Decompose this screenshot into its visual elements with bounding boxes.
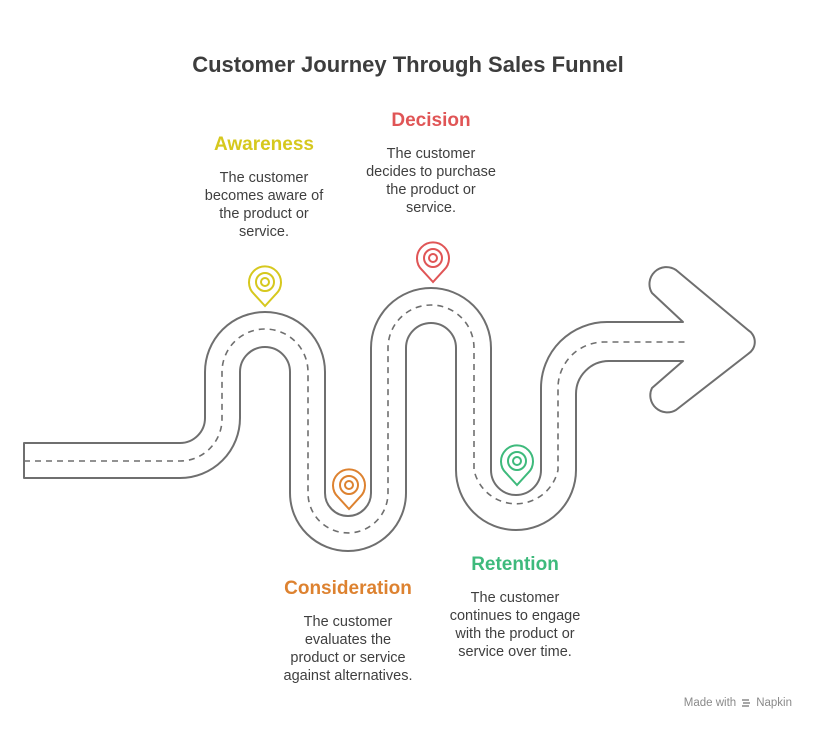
stage-desc-awareness: The customer becomes aware of the produc…	[164, 169, 364, 241]
stage-label-decision: Decision	[391, 110, 471, 131]
napkin-logo-icon	[742, 699, 751, 707]
desc-line: The customer	[303, 614, 393, 630]
location-pin-icon	[500, 444, 534, 487]
desc-line: The customer	[470, 590, 560, 606]
desc-line: continues to engage	[449, 608, 581, 624]
desc-line: service over time.	[458, 644, 572, 660]
desc-line: the product or	[219, 206, 309, 222]
location-pin-icon	[416, 241, 450, 284]
stage-label-retention: Retention	[471, 554, 559, 575]
stage-label-consideration: Consideration	[284, 578, 412, 599]
stage-desc-decision: The customer decides to purchase the pro…	[331, 145, 531, 217]
desc-line: product or service	[290, 650, 406, 666]
watermark-made-with: Made with	[683, 697, 737, 709]
road-center-dashes	[24, 304, 685, 534]
location-pin-icon	[332, 468, 366, 511]
road-outer-edge	[23, 266, 756, 552]
location-pin-icon	[248, 265, 282, 308]
desc-line: becomes aware of	[204, 188, 324, 204]
watermark-brand: Napkin	[756, 697, 792, 709]
desc-line: The customer	[219, 170, 309, 186]
napkin-watermark[interactable]: Made with Napkin	[684, 697, 792, 709]
stage-desc-consideration: The customer evaluates the product or se…	[248, 613, 448, 685]
desc-line: evaluates the	[304, 632, 392, 648]
desc-line: against alternatives.	[283, 668, 413, 684]
desc-line: service.	[406, 200, 456, 216]
desc-line: service.	[239, 224, 289, 240]
stage-desc-retention: The customer continues to engage with th…	[415, 589, 615, 661]
stage-label-awareness: Awareness	[214, 134, 314, 155]
desc-line: with the product or	[455, 626, 575, 642]
desc-line: The customer	[386, 146, 476, 162]
desc-line: the product or	[386, 182, 476, 198]
desc-line: decides to purchase	[366, 164, 496, 180]
diagram-title: Customer Journey Through Sales Funnel	[192, 52, 624, 77]
